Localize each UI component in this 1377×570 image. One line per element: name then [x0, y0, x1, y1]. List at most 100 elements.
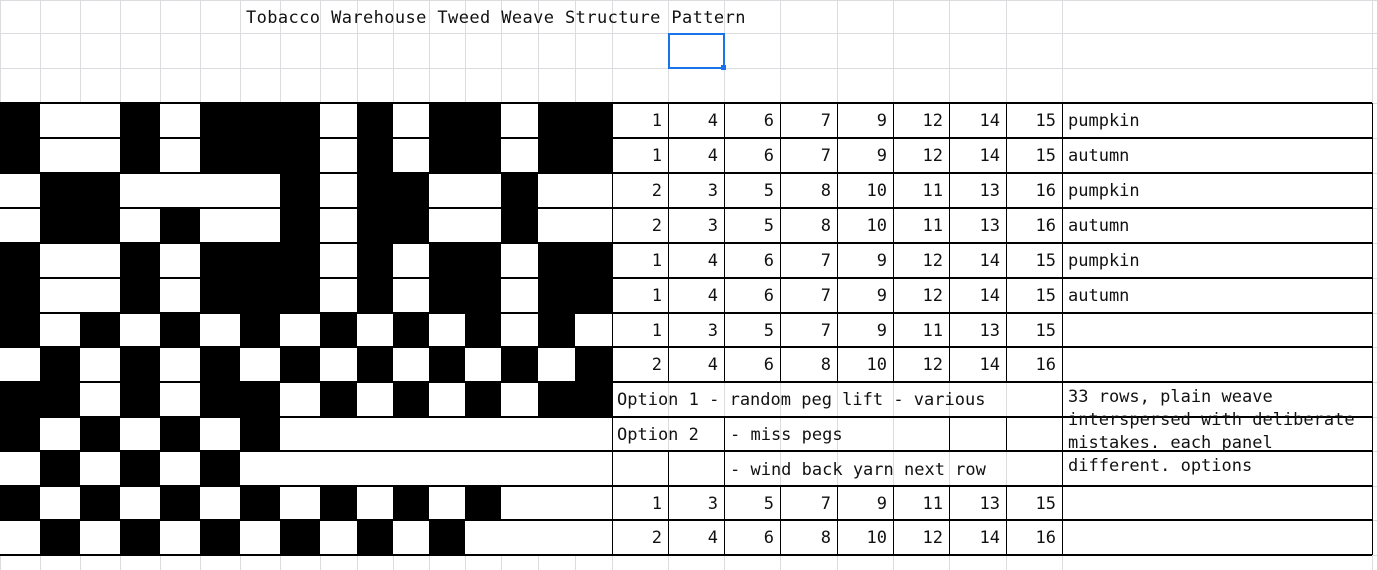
peg-number[interactable]: 2	[651, 528, 662, 548]
peg-number[interactable]: 15	[1035, 494, 1056, 514]
peg-number[interactable]: 14	[979, 528, 1000, 548]
peg-number[interactable]: 9	[876, 494, 887, 514]
peg-number[interactable]: 15	[1035, 286, 1056, 306]
peg-number[interactable]: 9	[876, 146, 887, 166]
peg-number[interactable]: 12	[922, 146, 943, 166]
peg-number[interactable]: 1	[651, 321, 662, 341]
peg-number[interactable]: 4	[707, 355, 718, 375]
peg-number[interactable]: 15	[1035, 146, 1056, 166]
pattern-cell	[320, 347, 357, 382]
peg-number[interactable]: 12	[922, 528, 943, 548]
peg-number[interactable]: 4	[707, 111, 718, 131]
peg-number[interactable]: 3	[707, 181, 718, 201]
sheet-title[interactable]: Tobacco Warehouse Tweed Weave Structure …	[246, 8, 746, 28]
peg-number[interactable]: 15	[1035, 321, 1056, 341]
peg-number[interactable]: 1	[651, 111, 662, 131]
peg-number[interactable]: 1	[651, 251, 662, 271]
peg-number[interactable]: 6	[763, 528, 774, 548]
peg-number[interactable]: 13	[979, 216, 1000, 236]
peg-number[interactable]: 10	[866, 216, 887, 236]
pattern-cell	[160, 243, 200, 278]
peg-number[interactable]: 7	[820, 251, 831, 271]
peg-number[interactable]: 10	[866, 181, 887, 201]
peg-number[interactable]: 16	[1035, 528, 1056, 548]
peg-number[interactable]: 14	[979, 355, 1000, 375]
peg-number[interactable]: 5	[763, 216, 774, 236]
peg-number[interactable]: 11	[922, 216, 943, 236]
option-1-label[interactable]: Option 1 - random peg lift - various	[617, 390, 986, 410]
peg-number[interactable]: 12	[922, 111, 943, 131]
active-cell-selection[interactable]	[668, 33, 725, 69]
peg-number[interactable]: 11	[922, 181, 943, 201]
peg-number[interactable]: 4	[707, 251, 718, 271]
peg-number[interactable]: 9	[876, 251, 887, 271]
peg-number[interactable]: 6	[763, 355, 774, 375]
peg-number[interactable]: 14	[979, 286, 1000, 306]
peg-number[interactable]: 1	[651, 146, 662, 166]
peg-number[interactable]: 13	[979, 321, 1000, 341]
peg-number[interactable]: 3	[707, 494, 718, 514]
yarn-colour-label[interactable]: pumpkin	[1068, 181, 1140, 201]
peg-number[interactable]: 9	[876, 111, 887, 131]
peg-number[interactable]: 14	[979, 146, 1000, 166]
peg-number[interactable]: 11	[922, 494, 943, 514]
peg-number[interactable]: 13	[979, 494, 1000, 514]
peg-number[interactable]: 5	[763, 494, 774, 514]
peg-number[interactable]: 15	[1035, 111, 1056, 131]
peg-number[interactable]: 1	[651, 286, 662, 306]
selection-fill-handle[interactable]	[721, 65, 726, 70]
peg-number[interactable]: 4	[707, 286, 718, 306]
peg-number[interactable]: 11	[922, 321, 943, 341]
pattern-cell	[320, 382, 357, 417]
peg-number[interactable]: 5	[763, 321, 774, 341]
peg-number[interactable]: 14	[979, 251, 1000, 271]
peg-number[interactable]: 5	[763, 181, 774, 201]
peg-number[interactable]: 14	[979, 111, 1000, 131]
peg-number[interactable]: 7	[820, 494, 831, 514]
peg-number[interactable]: 2	[651, 216, 662, 236]
pattern-note[interactable]: 33 rows, plain weave interspersed with d…	[1068, 387, 1365, 476]
peg-number[interactable]: 10	[866, 355, 887, 375]
peg-number[interactable]: 2	[651, 355, 662, 375]
wind-back-label[interactable]: - wind back yarn next row	[730, 460, 986, 480]
yarn-colour-label[interactable]: pumpkin	[1068, 111, 1140, 131]
peg-number[interactable]: 15	[1035, 251, 1056, 271]
peg-number[interactable]: 6	[763, 286, 774, 306]
peg-number[interactable]: 7	[820, 286, 831, 306]
peg-number[interactable]: 9	[876, 321, 887, 341]
peg-number[interactable]: 3	[707, 321, 718, 341]
peg-number[interactable]: 8	[820, 181, 831, 201]
peg-number[interactable]: 16	[1035, 181, 1056, 201]
peg-number[interactable]: 6	[763, 251, 774, 271]
peg-number[interactable]: 2	[651, 181, 662, 201]
peg-number[interactable]: 13	[979, 181, 1000, 201]
peg-number[interactable]: 4	[707, 528, 718, 548]
peg-number[interactable]: 8	[820, 528, 831, 548]
peg-number[interactable]: 16	[1035, 216, 1056, 236]
peg-number[interactable]: 7	[820, 146, 831, 166]
peg-number[interactable]: 8	[820, 355, 831, 375]
peg-number[interactable]: 10	[866, 528, 887, 548]
pattern-cell	[357, 382, 393, 417]
peg-number[interactable]: 16	[1035, 355, 1056, 375]
peg-number[interactable]: 7	[820, 111, 831, 131]
peg-number[interactable]: 1	[651, 494, 662, 514]
peg-number[interactable]: 3	[707, 216, 718, 236]
peg-number[interactable]: 12	[922, 355, 943, 375]
peg-number[interactable]: 7	[820, 321, 831, 341]
yarn-colour-label[interactable]: autumn	[1068, 146, 1130, 166]
pattern-cell	[280, 417, 320, 451]
yarn-colour-label[interactable]: pumpkin	[1068, 251, 1140, 271]
peg-number[interactable]: 6	[763, 146, 774, 166]
peg-number[interactable]: 8	[820, 216, 831, 236]
peg-number[interactable]: 9	[876, 286, 887, 306]
miss-pegs-label[interactable]: - miss pegs	[730, 425, 843, 445]
yarn-colour-label[interactable]: autumn	[1068, 286, 1130, 306]
yarn-colour-label[interactable]: autumn	[1068, 216, 1130, 236]
peg-number[interactable]: 4	[707, 146, 718, 166]
peg-number[interactable]: 12	[922, 286, 943, 306]
peg-number[interactable]: 12	[922, 251, 943, 271]
option-2-label[interactable]: Option 2	[617, 425, 699, 445]
peg-number[interactable]: 6	[763, 111, 774, 131]
